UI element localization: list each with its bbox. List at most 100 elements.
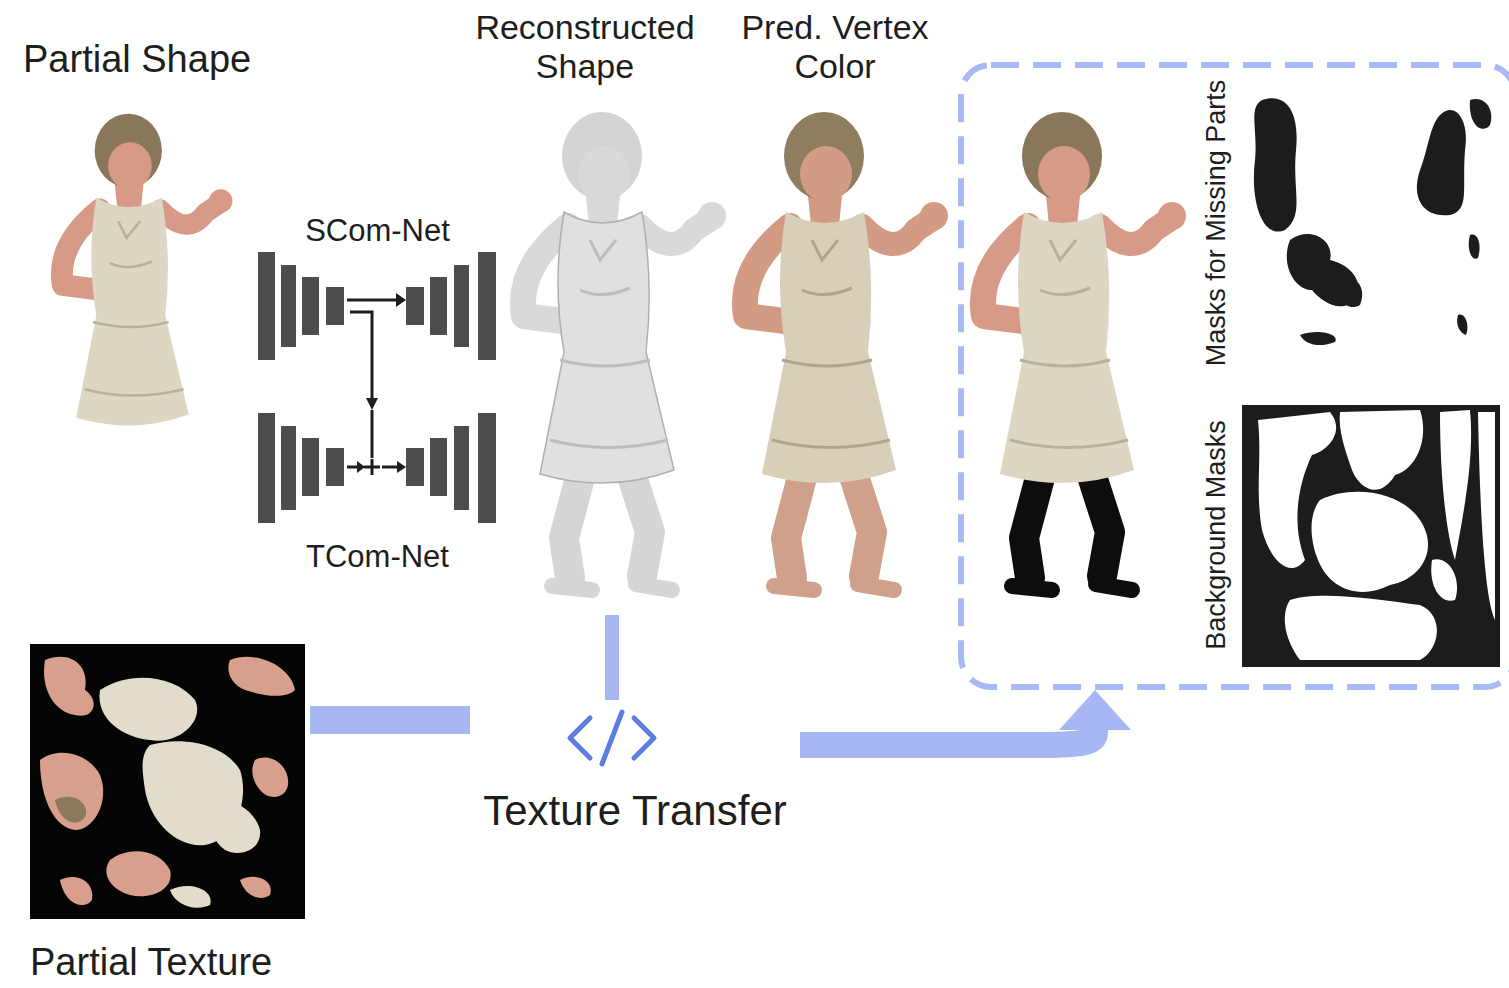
vertex-color-figure <box>745 112 948 590</box>
layer-block <box>406 287 424 325</box>
layer-block <box>302 438 319 496</box>
layer-block <box>406 448 424 486</box>
texture-patch <box>40 753 103 830</box>
mask-blob <box>1300 332 1336 345</box>
layer-block <box>281 426 296 510</box>
network-block: TCom-Net <box>255 410 500 575</box>
node-label: TCom-Net <box>306 539 449 575</box>
mask-blob <box>1285 596 1437 660</box>
icon-stroke <box>602 712 622 764</box>
flow-line <box>347 466 358 469</box>
plus-symbol <box>364 459 380 475</box>
scom-net-blocks <box>258 252 496 360</box>
arrow-head <box>366 398 378 410</box>
texture-patch <box>170 886 211 908</box>
layer-block <box>454 265 469 347</box>
connector <box>612 615 613 700</box>
mask-blob <box>1340 410 1424 490</box>
flow-line <box>382 466 398 469</box>
mask-blob <box>1431 559 1457 600</box>
missing-parts-mask <box>1240 75 1502 357</box>
arrow-head <box>396 293 406 307</box>
transferred-texture-figure <box>983 112 1186 590</box>
mask-blob <box>1457 315 1467 335</box>
connector <box>800 690 1131 745</box>
skip-line <box>347 299 398 302</box>
flow-connector <box>605 615 619 700</box>
arrow-head <box>1059 690 1131 730</box>
tcom-net-blocks <box>258 413 496 523</box>
mask-blob <box>1469 235 1480 259</box>
texture-patch <box>252 758 288 797</box>
texture-patch <box>208 799 260 853</box>
texture-patch <box>60 877 92 905</box>
mask-blob <box>1339 278 1362 307</box>
partial-shape-figure <box>62 114 233 516</box>
mask-blob <box>1470 99 1491 129</box>
connector <box>310 720 470 721</box>
figure-panel: Pred. Vertex Color <box>720 8 950 608</box>
reconstructed-shape-figure <box>523 112 726 590</box>
icon-stroke <box>570 718 590 758</box>
vertical-label: Background Masks <box>1200 402 1232 668</box>
mask-panel: Masks for Missing Parts <box>1200 70 1502 376</box>
layer-block <box>478 413 496 523</box>
layer-block <box>454 426 469 510</box>
partial-texture-map <box>30 644 305 919</box>
transfer-step: Texture Transfer <box>470 700 800 835</box>
texture-patch <box>44 657 94 716</box>
layer-block <box>326 448 344 486</box>
mask-ground <box>1242 405 1500 667</box>
layer-block <box>302 277 319 335</box>
layer-block <box>258 252 275 360</box>
node-label: Partial Shape <box>23 38 251 82</box>
texture-patch <box>106 851 170 896</box>
skip-line <box>371 410 374 458</box>
icon-stroke <box>634 718 654 758</box>
layer-block <box>326 287 344 325</box>
code-icon <box>570 712 654 764</box>
layer-block <box>478 252 496 360</box>
texture-patch <box>99 678 197 741</box>
arrow-head <box>357 461 365 473</box>
connector <box>366 363 378 410</box>
output-group: Masks for Missing PartsBackground Masks <box>958 62 1509 690</box>
layer-block <box>281 265 296 347</box>
texture-patch <box>240 877 271 898</box>
arrow-head <box>397 461 406 473</box>
dashed-border <box>961 65 1509 687</box>
network-block: SCom-Net <box>255 213 500 363</box>
layer-block <box>430 438 447 496</box>
flow-connector <box>310 706 470 734</box>
node-label: SCom-Net <box>305 213 450 249</box>
flow-connector <box>371 363 374 399</box>
figure-panel: Partial Shape <box>15 38 280 533</box>
node-label: Pred. Vertex Color <box>720 8 950 86</box>
mask-blob <box>1440 410 1471 560</box>
vertical-label: Masks for Missing Parts <box>1200 70 1232 376</box>
mask-blob <box>1478 412 1495 620</box>
texture-ground <box>30 644 305 919</box>
flow-connector <box>800 729 1095 745</box>
layer-block <box>258 413 275 523</box>
layer-block <box>430 277 447 335</box>
texture-patch <box>228 657 295 696</box>
background-mask <box>1242 405 1500 667</box>
mask-blob <box>1417 110 1466 215</box>
branch-line <box>350 312 372 363</box>
texture-panel: Partial Texture <box>28 640 310 985</box>
mask-panel: Background Masks <box>1200 402 1502 668</box>
node-label: Partial Texture <box>30 941 272 985</box>
figure-panel: Reconstructed Shape <box>467 8 703 615</box>
mask-ground <box>1240 75 1502 357</box>
scom-net-skip <box>347 300 398 363</box>
mask-blob <box>1312 492 1429 592</box>
texture-patch <box>55 797 86 823</box>
node-label: Texture Transfer <box>483 787 786 835</box>
dashed-outline <box>958 62 1509 690</box>
mask-blob <box>1254 98 1297 231</box>
node-label: Reconstructed Shape <box>467 8 703 86</box>
